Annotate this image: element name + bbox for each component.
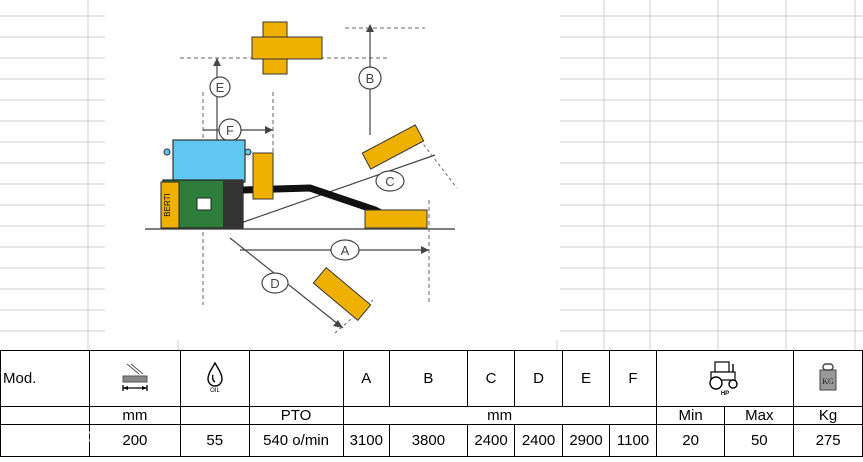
mower-head-top <box>251 21 323 75</box>
tractor-front-icon: BERTI <box>160 139 252 229</box>
dim-header-d: D <box>514 350 563 407</box>
value-model <box>0 424 90 457</box>
dimension-label-b: B <box>366 71 375 86</box>
dimension-label-d: D <box>270 276 279 291</box>
dimension-label-a: A <box>341 243 350 258</box>
mower-head-down-angled <box>312 266 372 322</box>
model-header: Mod. <box>0 350 90 407</box>
value-width: 200 <box>88 424 181 457</box>
unit-dims: mm <box>342 406 657 425</box>
dim-header-e: E <box>561 350 611 407</box>
value-d: 2400 <box>514 424 563 457</box>
dim-header-c: C <box>466 350 516 407</box>
unit-hp-min: Min <box>655 406 726 425</box>
mower-head-vertical <box>252 152 274 200</box>
spec-header-row: Mod. OIL A B C D E F <box>0 350 863 407</box>
unit-pto: PTO <box>248 406 344 425</box>
dim-header-a: A <box>342 350 391 407</box>
value-oil: 55 <box>179 424 250 457</box>
dimension-label-c: C <box>385 174 394 189</box>
weight-kg-icon: KG <box>793 350 863 407</box>
spec-values-row: 200 55 540 o/min 3100 3800 2400 2400 290… <box>0 424 863 457</box>
mower-dimension-diagram: E F B C A D BERTI <box>105 0 560 340</box>
kg-icon-text: KG <box>822 377 834 386</box>
value-c: 2400 <box>466 424 516 457</box>
value-kg: 275 <box>793 424 863 457</box>
value-b: 3800 <box>389 424 468 457</box>
pto-header-blank <box>248 350 344 407</box>
value-f: 1100 <box>609 424 657 457</box>
value-pto: 540 o/min <box>248 424 344 457</box>
hp-icon-text: HP <box>721 391 729 396</box>
oil-icon-text: OIL <box>210 388 220 394</box>
mower-head-up-angled <box>361 124 425 170</box>
unit-hp-max: Max <box>724 406 795 425</box>
unit-width: mm <box>88 406 181 425</box>
brand-label: BERTI <box>163 193 172 216</box>
working-width-icon <box>88 350 181 407</box>
value-e: 2900 <box>561 424 611 457</box>
dimension-label-f: F <box>226 123 234 138</box>
value-hp-max: 50 <box>724 424 795 457</box>
dim-header-f: F <box>609 350 657 407</box>
value-a: 3100 <box>342 424 391 457</box>
oil-drop-icon: OIL <box>179 350 250 407</box>
unit-oil-blank <box>179 406 250 425</box>
value-hp-min: 20 <box>655 424 726 457</box>
mower-head-ground <box>364 209 428 229</box>
unit-kg: Kg <box>793 406 863 425</box>
dimension-label-e: E <box>216 80 225 95</box>
units-model-blank <box>0 406 90 425</box>
spec-units-row: mm PTO mm Min Max Kg <box>0 406 863 425</box>
spec-table: Mod. OIL A B C D E F <box>0 350 863 457</box>
dim-header-b: B <box>389 350 468 407</box>
tractor-hp-icon: HP <box>655 350 795 407</box>
